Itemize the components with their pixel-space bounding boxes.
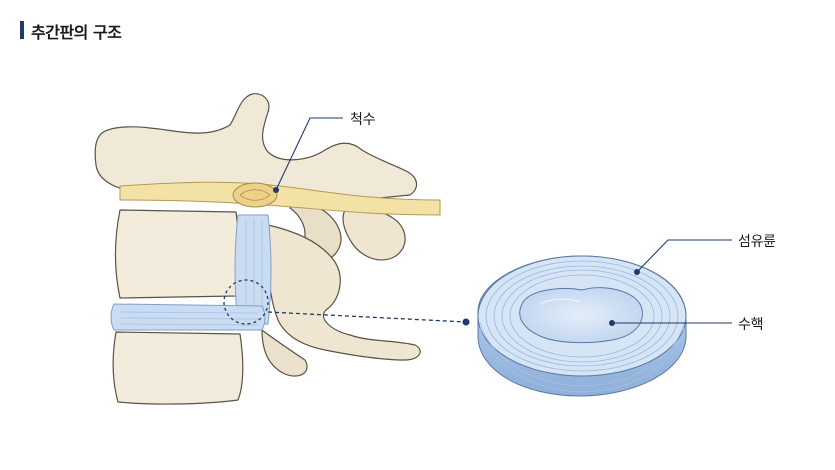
leader-annulus <box>636 239 732 273</box>
label-annulus: 섬유륜 <box>738 234 776 250</box>
lower-vertebra-arch <box>266 224 421 361</box>
magnify-circle <box>223 279 269 325</box>
title-accent-bar <box>20 21 24 39</box>
dot-nucleus <box>609 320 615 326</box>
nucleus-shape <box>519 287 643 344</box>
magnify-connector <box>267 311 467 323</box>
disc-3d-view <box>477 255 687 397</box>
vertebra-side-view <box>94 93 421 405</box>
label-spinal-cord: 척수 <box>350 112 376 128</box>
lower-vertebral-body <box>112 331 244 405</box>
dot-annulus <box>634 269 640 275</box>
leader-lines <box>275 117 732 324</box>
spinal-cord <box>119 181 441 216</box>
leader-spinal-cord <box>275 117 343 191</box>
dot-spinal-cord <box>273 187 279 193</box>
diagram-title: 추간판의 구조 <box>31 23 122 42</box>
upper-vertebral-body <box>114 209 240 299</box>
posterior-disc <box>234 214 272 325</box>
connector-dot <box>462 318 470 326</box>
lower-posterior-bone <box>261 329 308 377</box>
transverse-process <box>342 207 406 261</box>
intervertebral-disc-side <box>110 303 266 331</box>
label-nucleus: 수핵 <box>738 317 764 333</box>
